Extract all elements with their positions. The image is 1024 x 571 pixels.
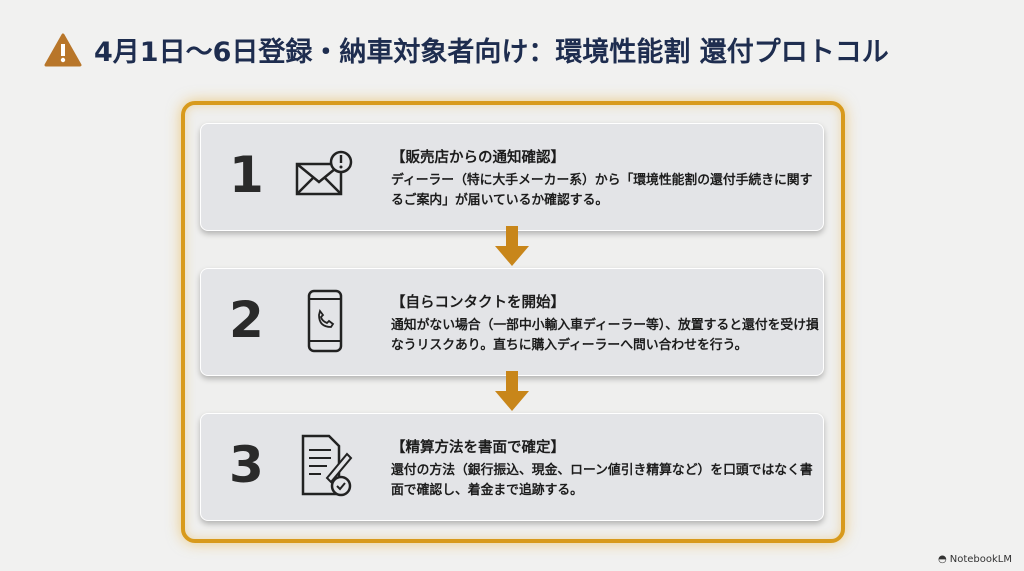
step-number: 2 xyxy=(229,291,264,349)
page-header: 4月1日〜6日登録・納車対象者向け：環境性能割 還付プロトコル xyxy=(44,30,889,69)
step-number: 1 xyxy=(229,146,264,204)
step-number: 3 xyxy=(229,436,264,494)
step-heading: 【販売店からの通知確認】 xyxy=(391,150,565,166)
step-body: 通知がない場合（一部中小輸入車ディーラー等）、放置すると還付を受け損なうリスクあ… xyxy=(391,318,819,353)
step-body: 還付の方法（銀行振込、現金、ローン値引き精算など）を口頭ではなく書面で確認し、着… xyxy=(391,463,813,498)
step-card-1: 1 【販売店からの通知確認】ディーラー（特に大手メーカー系）から「環境性能割の還… xyxy=(200,123,824,231)
phone-icon xyxy=(307,289,343,353)
step-heading: 【精算方法を書面で確定】 xyxy=(391,440,565,456)
down-arrow-icon xyxy=(495,226,529,266)
footer-brand: ◓NotebookLM xyxy=(938,554,1012,565)
mail-alert-icon xyxy=(295,150,353,196)
signed-document-icon xyxy=(301,434,353,497)
warning-icon xyxy=(44,33,82,66)
step-card-3: 3 【精算方法を書面で確定】還付の方法（銀行振込、現金、ローン値引き精算など）を… xyxy=(200,413,824,521)
notebooklm-logo-icon: ◓ xyxy=(938,554,947,565)
step-body: ディーラー（特に大手メーカー系）から「環境性能割の還付手続きに関するご案内」が届… xyxy=(391,173,813,208)
footer-text: NotebookLM xyxy=(949,554,1012,565)
down-arrow-icon xyxy=(495,371,529,411)
step-heading: 【自らコンタクトを開始】 xyxy=(391,295,565,311)
page-title: 4月1日〜6日登録・納車対象者向け：環境性能割 還付プロトコル xyxy=(94,37,889,68)
step-card-2: 2 【自らコンタクトを開始】通知がない場合（一部中小輸入車ディーラー等）、放置す… xyxy=(200,268,824,376)
